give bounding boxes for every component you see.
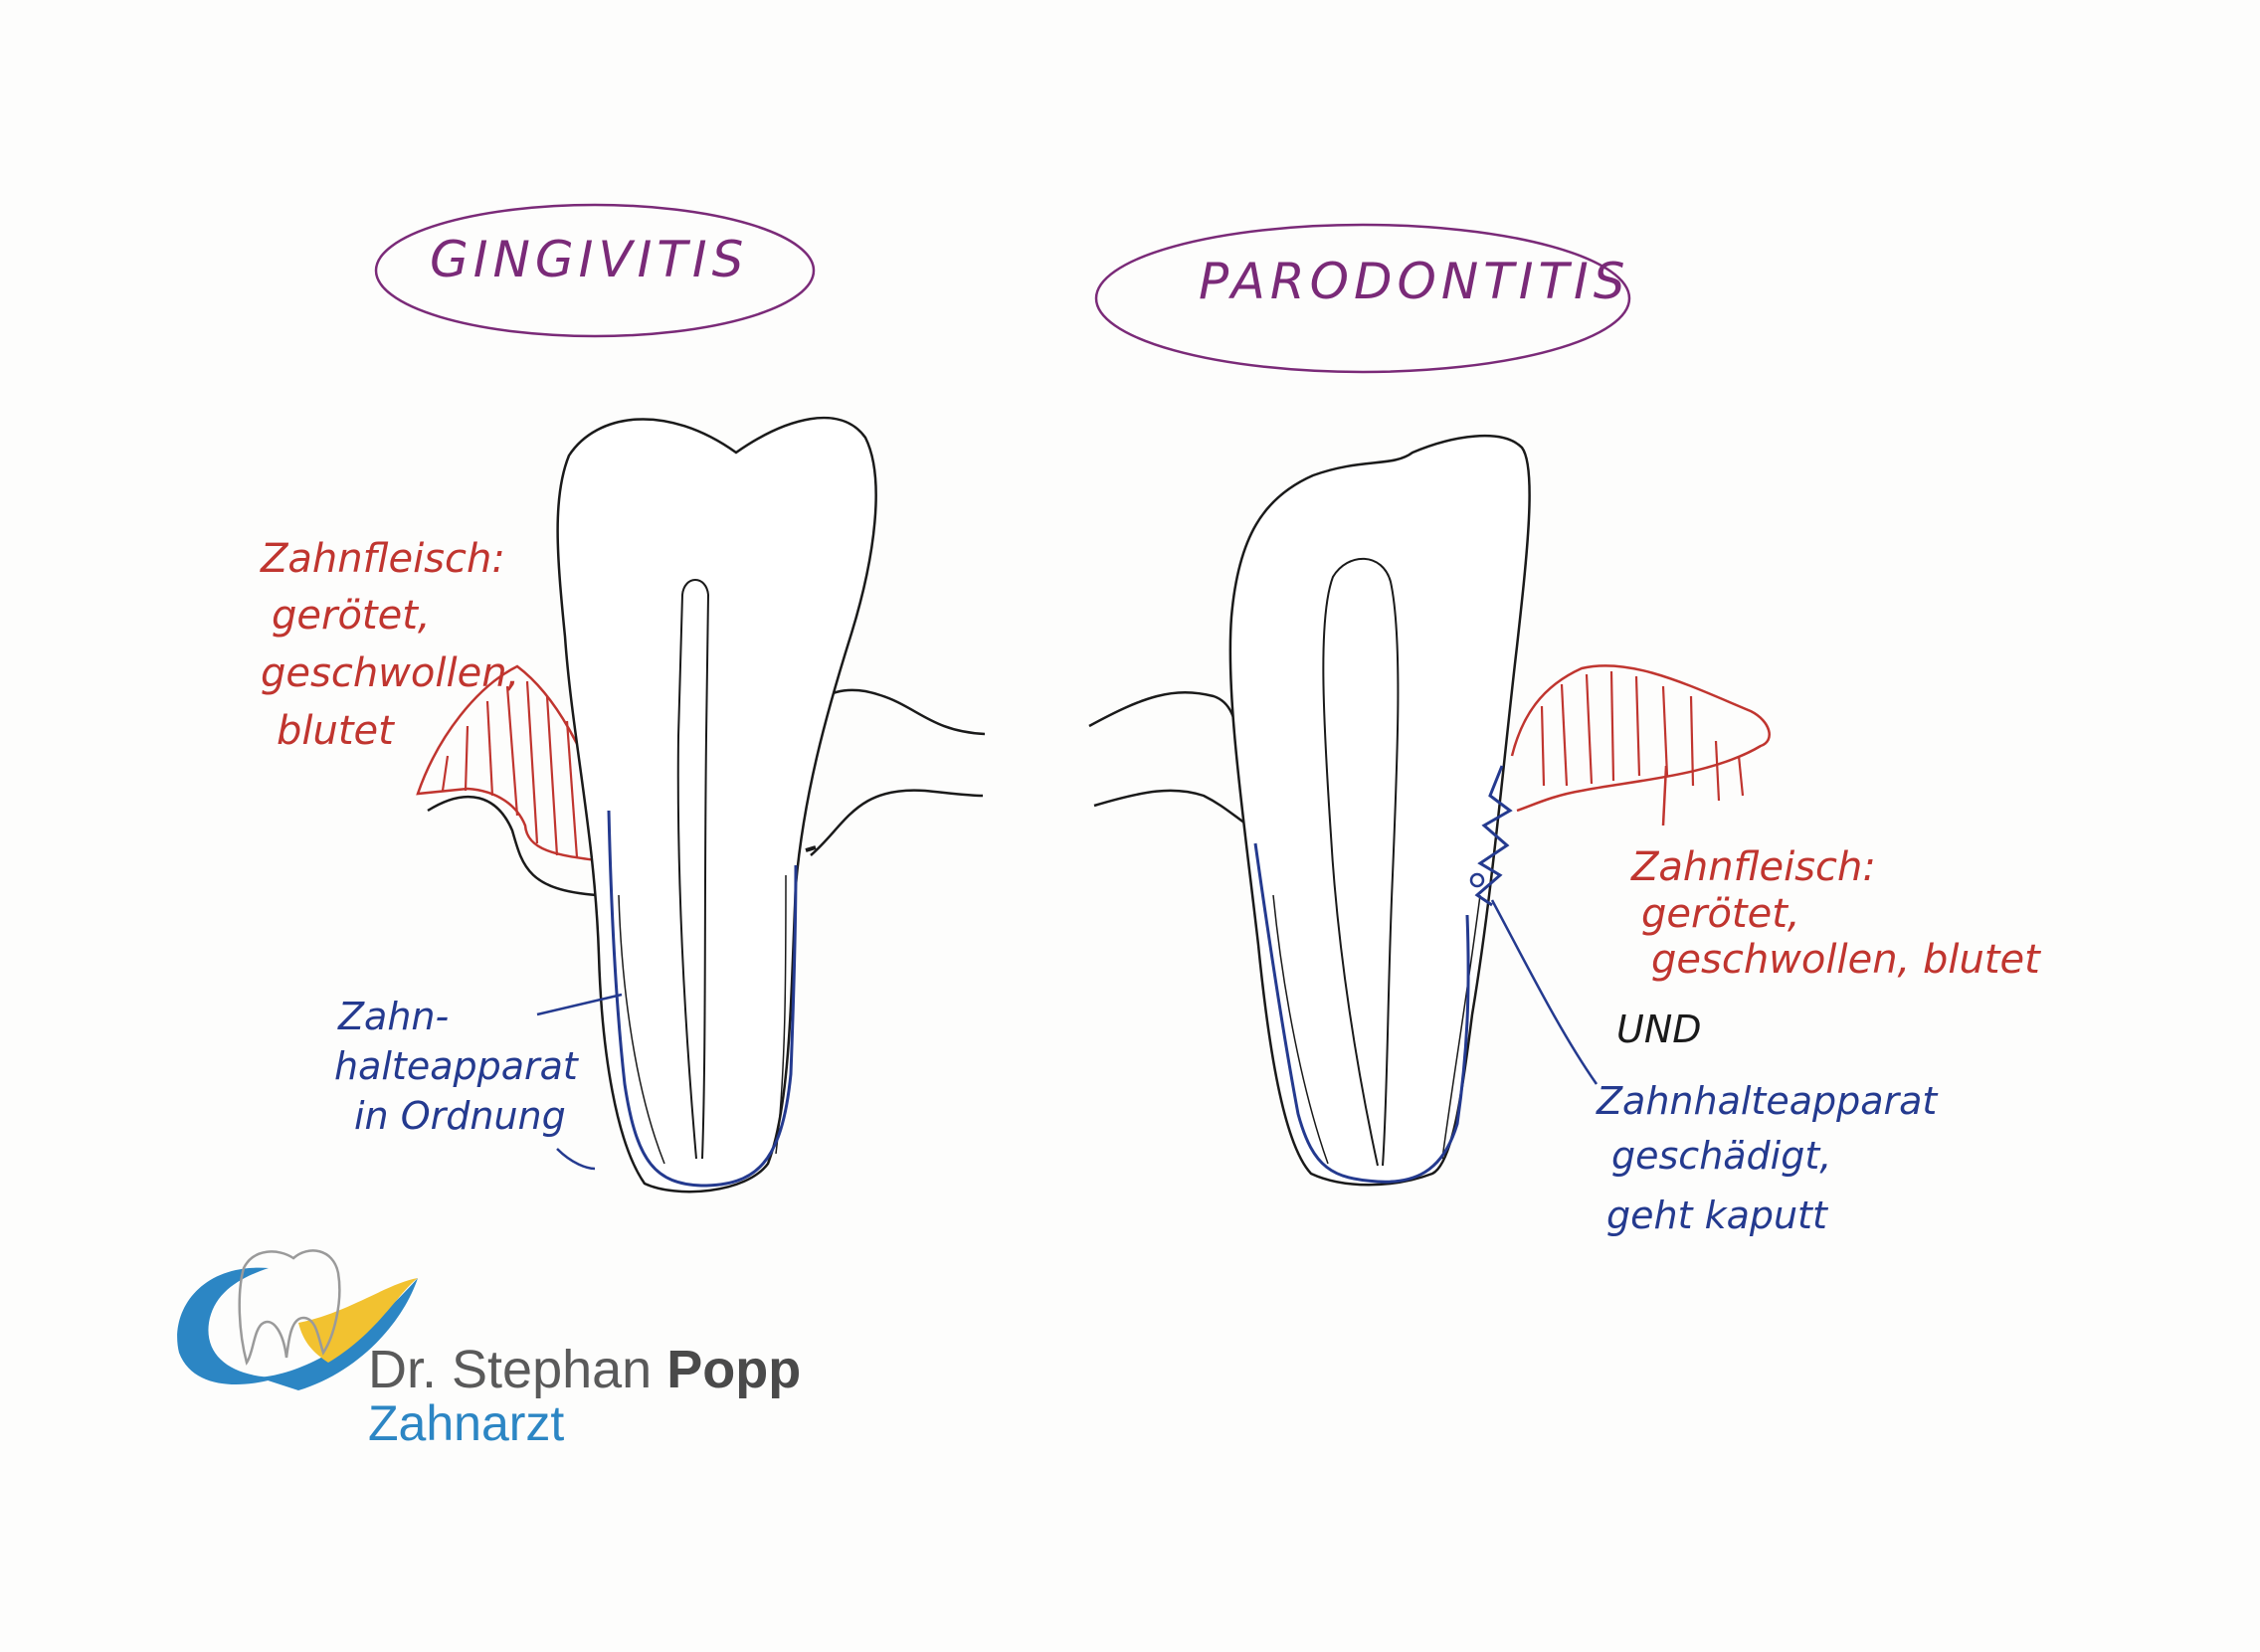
- tooth-left-pulp: [676, 579, 710, 1160]
- tooth-right-outline: [1228, 434, 1531, 1187]
- logo-name-last: Popp: [666, 1340, 801, 1399]
- tooth-right-pulp: [1322, 557, 1400, 1167]
- title-oval-left: [374, 203, 816, 338]
- tooth-left: [416, 416, 986, 1193]
- logo-name: Dr. Stephan Popp: [368, 1340, 801, 1399]
- title-parodontitis: PARODONTITIS: [1199, 253, 1630, 310]
- svg-text:geschwollen, blutet: geschwollen, blutet: [1651, 937, 2041, 983]
- gum-left-hatching: [441, 680, 594, 858]
- tooth-logo-icon: [238, 1249, 341, 1366]
- ligament-right-damage: [1474, 765, 1513, 907]
- ligament-left-pointer: [536, 993, 623, 1016]
- svg-text:blutet: blutet: [277, 708, 395, 754]
- gum-label-right: Zahnfleisch: gerötet, geschwollen, blute…: [1630, 844, 2041, 983]
- svg-text:Zahn-: Zahn-: [337, 995, 449, 1038]
- gum-label-left: Zahnfleisch: gerötet, geschwollen, blute…: [260, 536, 519, 754]
- svg-text:gerötet,: gerötet,: [1641, 891, 1800, 937]
- ligament-right: [1253, 842, 1470, 1184]
- logo-subtitle: Zahnarzt: [368, 1395, 564, 1451]
- logo-name-first: Stephan: [452, 1340, 652, 1399]
- gum-right-red: [1510, 664, 1771, 813]
- svg-text:Zahnfleisch:: Zahnfleisch:: [260, 536, 505, 582]
- ligament-label-left: Zahn- halteapparat in Ordnung: [334, 995, 580, 1138]
- title-oval-right: [1094, 223, 1631, 374]
- svg-text:Zahnfleisch:: Zahnfleisch:: [1630, 844, 1876, 890]
- svg-text:in Ordnung: in Ordnung: [354, 1094, 566, 1138]
- svg-text:gerötet,: gerötet,: [272, 593, 431, 639]
- logo-mark: [177, 1249, 418, 1390]
- svg-text:halteapparat: halteapparat: [334, 1044, 580, 1088]
- svg-text:geschädigt,: geschädigt,: [1611, 1134, 1831, 1178]
- ligament-left: [607, 810, 798, 1188]
- tooth-left-outline: [556, 416, 877, 1193]
- gum-right-hatching: [1540, 670, 1745, 802]
- logo-name-prefix: Dr.: [368, 1340, 437, 1399]
- title-gingivitis: GINGIVITIS: [430, 231, 748, 288]
- svg-text:Zahnhalteapparat: Zahnhalteapparat: [1596, 1079, 1939, 1123]
- ligament-right-pointer: [1490, 899, 1599, 1085]
- tooth-right: [1088, 434, 1771, 1187]
- svg-text:geschwollen,: geschwollen,: [261, 650, 519, 696]
- svg-text:geht kaputt: geht kaputt: [1606, 1193, 1829, 1237]
- connector-und: UND: [1616, 1008, 1702, 1051]
- ligament-label-right: Zahnhalteapparat geschädigt, geht kaputt: [1596, 1079, 1939, 1237]
